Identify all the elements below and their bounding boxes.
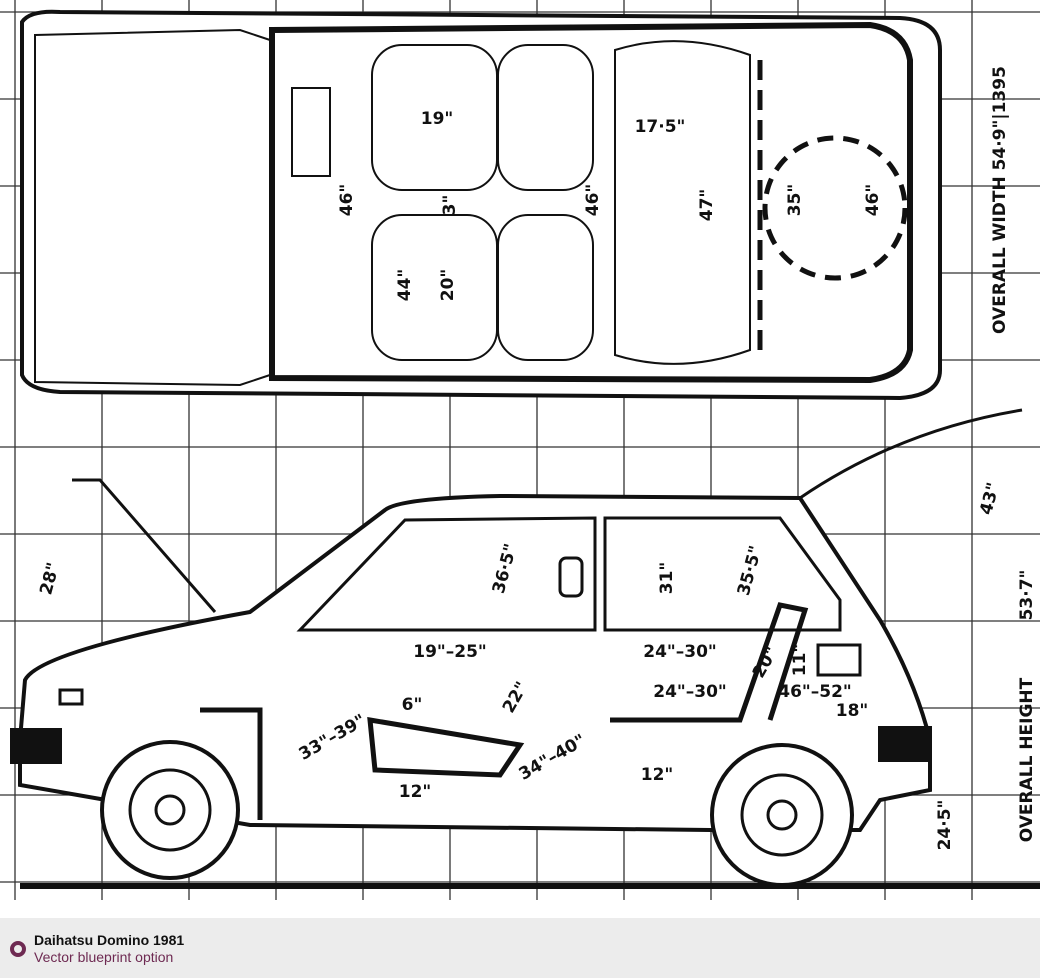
dimension-label: 46"–52" bbox=[778, 682, 852, 702]
dimension-label: 24"–30" bbox=[643, 642, 717, 662]
dimension-label: 43" bbox=[976, 480, 1004, 517]
dimension-label: 12" bbox=[399, 782, 432, 802]
caption-title[interactable]: Daihatsu Domino 1981 bbox=[34, 932, 185, 948]
dimension-label: 18" bbox=[836, 701, 869, 721]
bullet-icon bbox=[10, 941, 26, 957]
dimension-label: 46" bbox=[863, 184, 883, 217]
dimension-label: 31" bbox=[657, 562, 677, 595]
dimension-label: 19" bbox=[421, 109, 454, 129]
dimension-label: 44" bbox=[395, 269, 415, 302]
top-view bbox=[20, 9, 942, 401]
dimension-label: 3" bbox=[440, 195, 460, 216]
dimension-label: 47" bbox=[697, 189, 717, 222]
dimension-label: 46" bbox=[583, 184, 603, 217]
overall-width-label: OVERALL WIDTH 54·9"|1395 bbox=[990, 66, 1010, 334]
dimension-label: 12" bbox=[641, 765, 674, 785]
dimension-label: 20" bbox=[438, 269, 458, 302]
dimension-label: 17·5" bbox=[635, 117, 686, 137]
dimension-label: 19"–25" bbox=[413, 642, 487, 662]
overall-height-label: OVERALL HEIGHT bbox=[1017, 677, 1037, 842]
dimension-label: 24·5" bbox=[935, 800, 955, 851]
caption-subtitle[interactable]: Vector blueprint option bbox=[34, 949, 174, 965]
car-blueprint: 19"17·5"46"3"46"47"35"46"44"20"28"36·5"3… bbox=[0, 0, 1040, 900]
dimension-label: 46" bbox=[337, 184, 357, 217]
caption-bar: Daihatsu Domino 1981 Vector blueprint op… bbox=[0, 918, 1040, 978]
side-view bbox=[10, 408, 1040, 889]
dimension-label: 6" bbox=[402, 695, 423, 715]
dimension-label: 28" bbox=[36, 560, 64, 597]
dimension-label: 24"–30" bbox=[653, 682, 727, 702]
dimension-label: 35" bbox=[785, 184, 805, 217]
overall-height-value: 53·7" bbox=[1017, 570, 1037, 621]
dimension-label: 11" bbox=[790, 644, 810, 677]
